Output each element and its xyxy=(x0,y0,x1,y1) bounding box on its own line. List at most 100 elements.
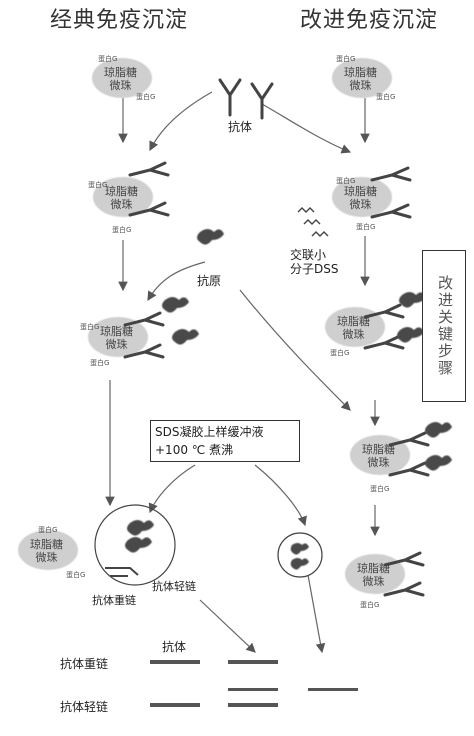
protein-g-label: 蛋白G xyxy=(112,226,132,234)
sds-buffer-box: SDS凝胶上样缓冲液 +100 ℃ 煮沸 xyxy=(150,420,300,462)
crosslinker-dss xyxy=(297,207,329,237)
band-light-lane2 xyxy=(228,703,278,707)
protein-g-label: 蛋白G xyxy=(38,526,58,534)
antibody-shapes xyxy=(123,78,430,597)
released-heavy-chain xyxy=(105,567,139,576)
antigen-released-i1 xyxy=(290,543,309,555)
bead-classic-1 xyxy=(92,58,152,98)
bound-antibody-i2b xyxy=(370,203,412,219)
crosslinker-label-line2: 分子DSS xyxy=(290,262,339,276)
antigen-released-c2 xyxy=(125,537,152,553)
arrow-to-gel-2 xyxy=(307,574,326,654)
antigen-i3b xyxy=(397,327,424,343)
bead-label-improved-4: 琼脂糖 微珠 xyxy=(362,443,395,469)
bead-label-line2: 微珠 xyxy=(349,79,372,92)
protein-g-label: 蛋白G xyxy=(330,349,350,357)
title-classic-ip: 经典免疫沉淀 xyxy=(50,8,189,33)
bead-label-line2: 微珠 xyxy=(349,198,372,211)
flow-arrows xyxy=(105,91,380,654)
arrow-antibody-right xyxy=(261,103,352,154)
released-chains xyxy=(105,567,139,577)
arrow-antibody-left xyxy=(149,91,213,152)
crosslinker-label-line1: 交联小 xyxy=(290,248,327,262)
circle-improved-release xyxy=(277,532,323,578)
gel-header-antibody: 抗体 xyxy=(162,640,187,654)
bead-label-classic-2: 琼脂糖 微珠 xyxy=(105,185,138,211)
bead-label-line1: 琼脂糖 xyxy=(357,562,390,575)
key-step-box: 改进关键步骤 xyxy=(422,250,466,402)
arrow-antigen-right xyxy=(239,289,351,411)
circle-classic-release xyxy=(94,504,176,586)
bound-antibody-i5a xyxy=(383,551,425,567)
bead-label-line2: 微珠 xyxy=(109,79,132,92)
antigen-i4a xyxy=(425,422,452,438)
light-chain-label: 抗体轻链 xyxy=(152,580,196,593)
bead-label-line1: 琼脂糖 xyxy=(105,185,138,198)
dss-squiggle-3 xyxy=(311,231,329,237)
bound-antibody-c3a xyxy=(123,311,165,327)
bead-label-line1: 琼脂糖 xyxy=(30,538,63,551)
beads xyxy=(18,58,410,594)
protein-g-label: 蛋白G xyxy=(136,93,156,101)
protein-g-label: 蛋白G xyxy=(336,177,356,185)
dss-squiggle-1 xyxy=(297,207,315,213)
protein-g-label: 蛋白G xyxy=(376,93,396,101)
title-improved-ip: 改进免疫沉淀 xyxy=(300,8,439,33)
gel-row-light-chain: 抗体轻链 xyxy=(60,700,109,714)
bound-antibody-i4b xyxy=(388,461,430,477)
bead-label-line1: 琼脂糖 xyxy=(100,325,133,338)
heavy-chain-label: 抗体重链 xyxy=(92,594,136,607)
bead-label-classic-1: 琼脂糖 微珠 xyxy=(104,66,137,92)
antibody-label: 抗体 xyxy=(228,120,253,134)
dss-squiggle-2 xyxy=(303,219,321,225)
band-mid-lane2 xyxy=(228,688,278,691)
sds-box-line2: +100 ℃ 煮沸 xyxy=(155,443,234,457)
bead-label-line2: 微珠 xyxy=(110,198,133,211)
free-antibody-1 xyxy=(218,78,242,117)
protein-g-label: 蛋白G xyxy=(360,601,380,609)
band-light-lane1 xyxy=(150,703,200,707)
antigen-c3a xyxy=(162,297,189,313)
protein-g-label: 蛋白G xyxy=(98,55,118,63)
bead-label-improved-1: 琼脂糖 微珠 xyxy=(344,66,377,92)
arrow-sds-left xyxy=(148,464,196,514)
band-heavy-lane2 xyxy=(228,660,278,664)
antigen-shapes xyxy=(125,229,452,570)
bead-label-improved-2: 琼脂糖 微珠 xyxy=(344,185,377,211)
bead-label-line2: 微珠 xyxy=(35,551,58,564)
bead-classic-2 xyxy=(93,177,153,217)
sds-box-line1: SDS凝胶上样缓冲液 xyxy=(155,425,264,439)
protein-g-label: 蛋白G xyxy=(80,323,100,331)
band-heavy-lane1 xyxy=(150,660,200,664)
gel-bands xyxy=(150,660,358,707)
bead-label-line2: 微珠 xyxy=(362,575,385,588)
protein-g-label: 蛋白G xyxy=(88,181,108,189)
bead-improved-2 xyxy=(332,177,392,217)
protein-g-label: 蛋白G xyxy=(356,223,376,231)
release-circles xyxy=(94,504,323,586)
protein-g-label: 蛋白G xyxy=(370,485,390,493)
bead-label-line1: 琼脂糖 xyxy=(344,185,377,198)
bound-antibody-i3a xyxy=(363,303,405,319)
bead-classic-4 xyxy=(18,530,78,570)
bead-label-line2: 微珠 xyxy=(105,338,128,351)
arrow-antigen-left xyxy=(147,261,206,302)
antigen-i4b xyxy=(425,455,452,471)
bound-antibody-i4a xyxy=(388,431,430,447)
bound-antibody-c2a xyxy=(128,161,170,177)
protein-g-label: 蛋白G xyxy=(336,55,356,63)
protein-g-label: 蛋白G xyxy=(90,359,110,367)
free-antigen xyxy=(197,229,224,245)
antigen-released-c1 xyxy=(127,520,154,536)
bead-label-classic-4: 琼脂糖 微珠 xyxy=(30,538,63,564)
antigen-i3a xyxy=(399,292,426,308)
bead-label-line2: 微珠 xyxy=(342,328,365,341)
bead-label-classic-3: 琼脂糖 微珠 xyxy=(100,325,133,351)
antigen-released-i2 xyxy=(290,558,309,570)
antigen-label: 抗原 xyxy=(197,274,222,288)
gel-row-heavy-chain: 抗体重链 xyxy=(60,657,109,671)
arrow-to-gel-1 xyxy=(199,599,256,653)
bound-antibody-i2a xyxy=(370,166,412,182)
